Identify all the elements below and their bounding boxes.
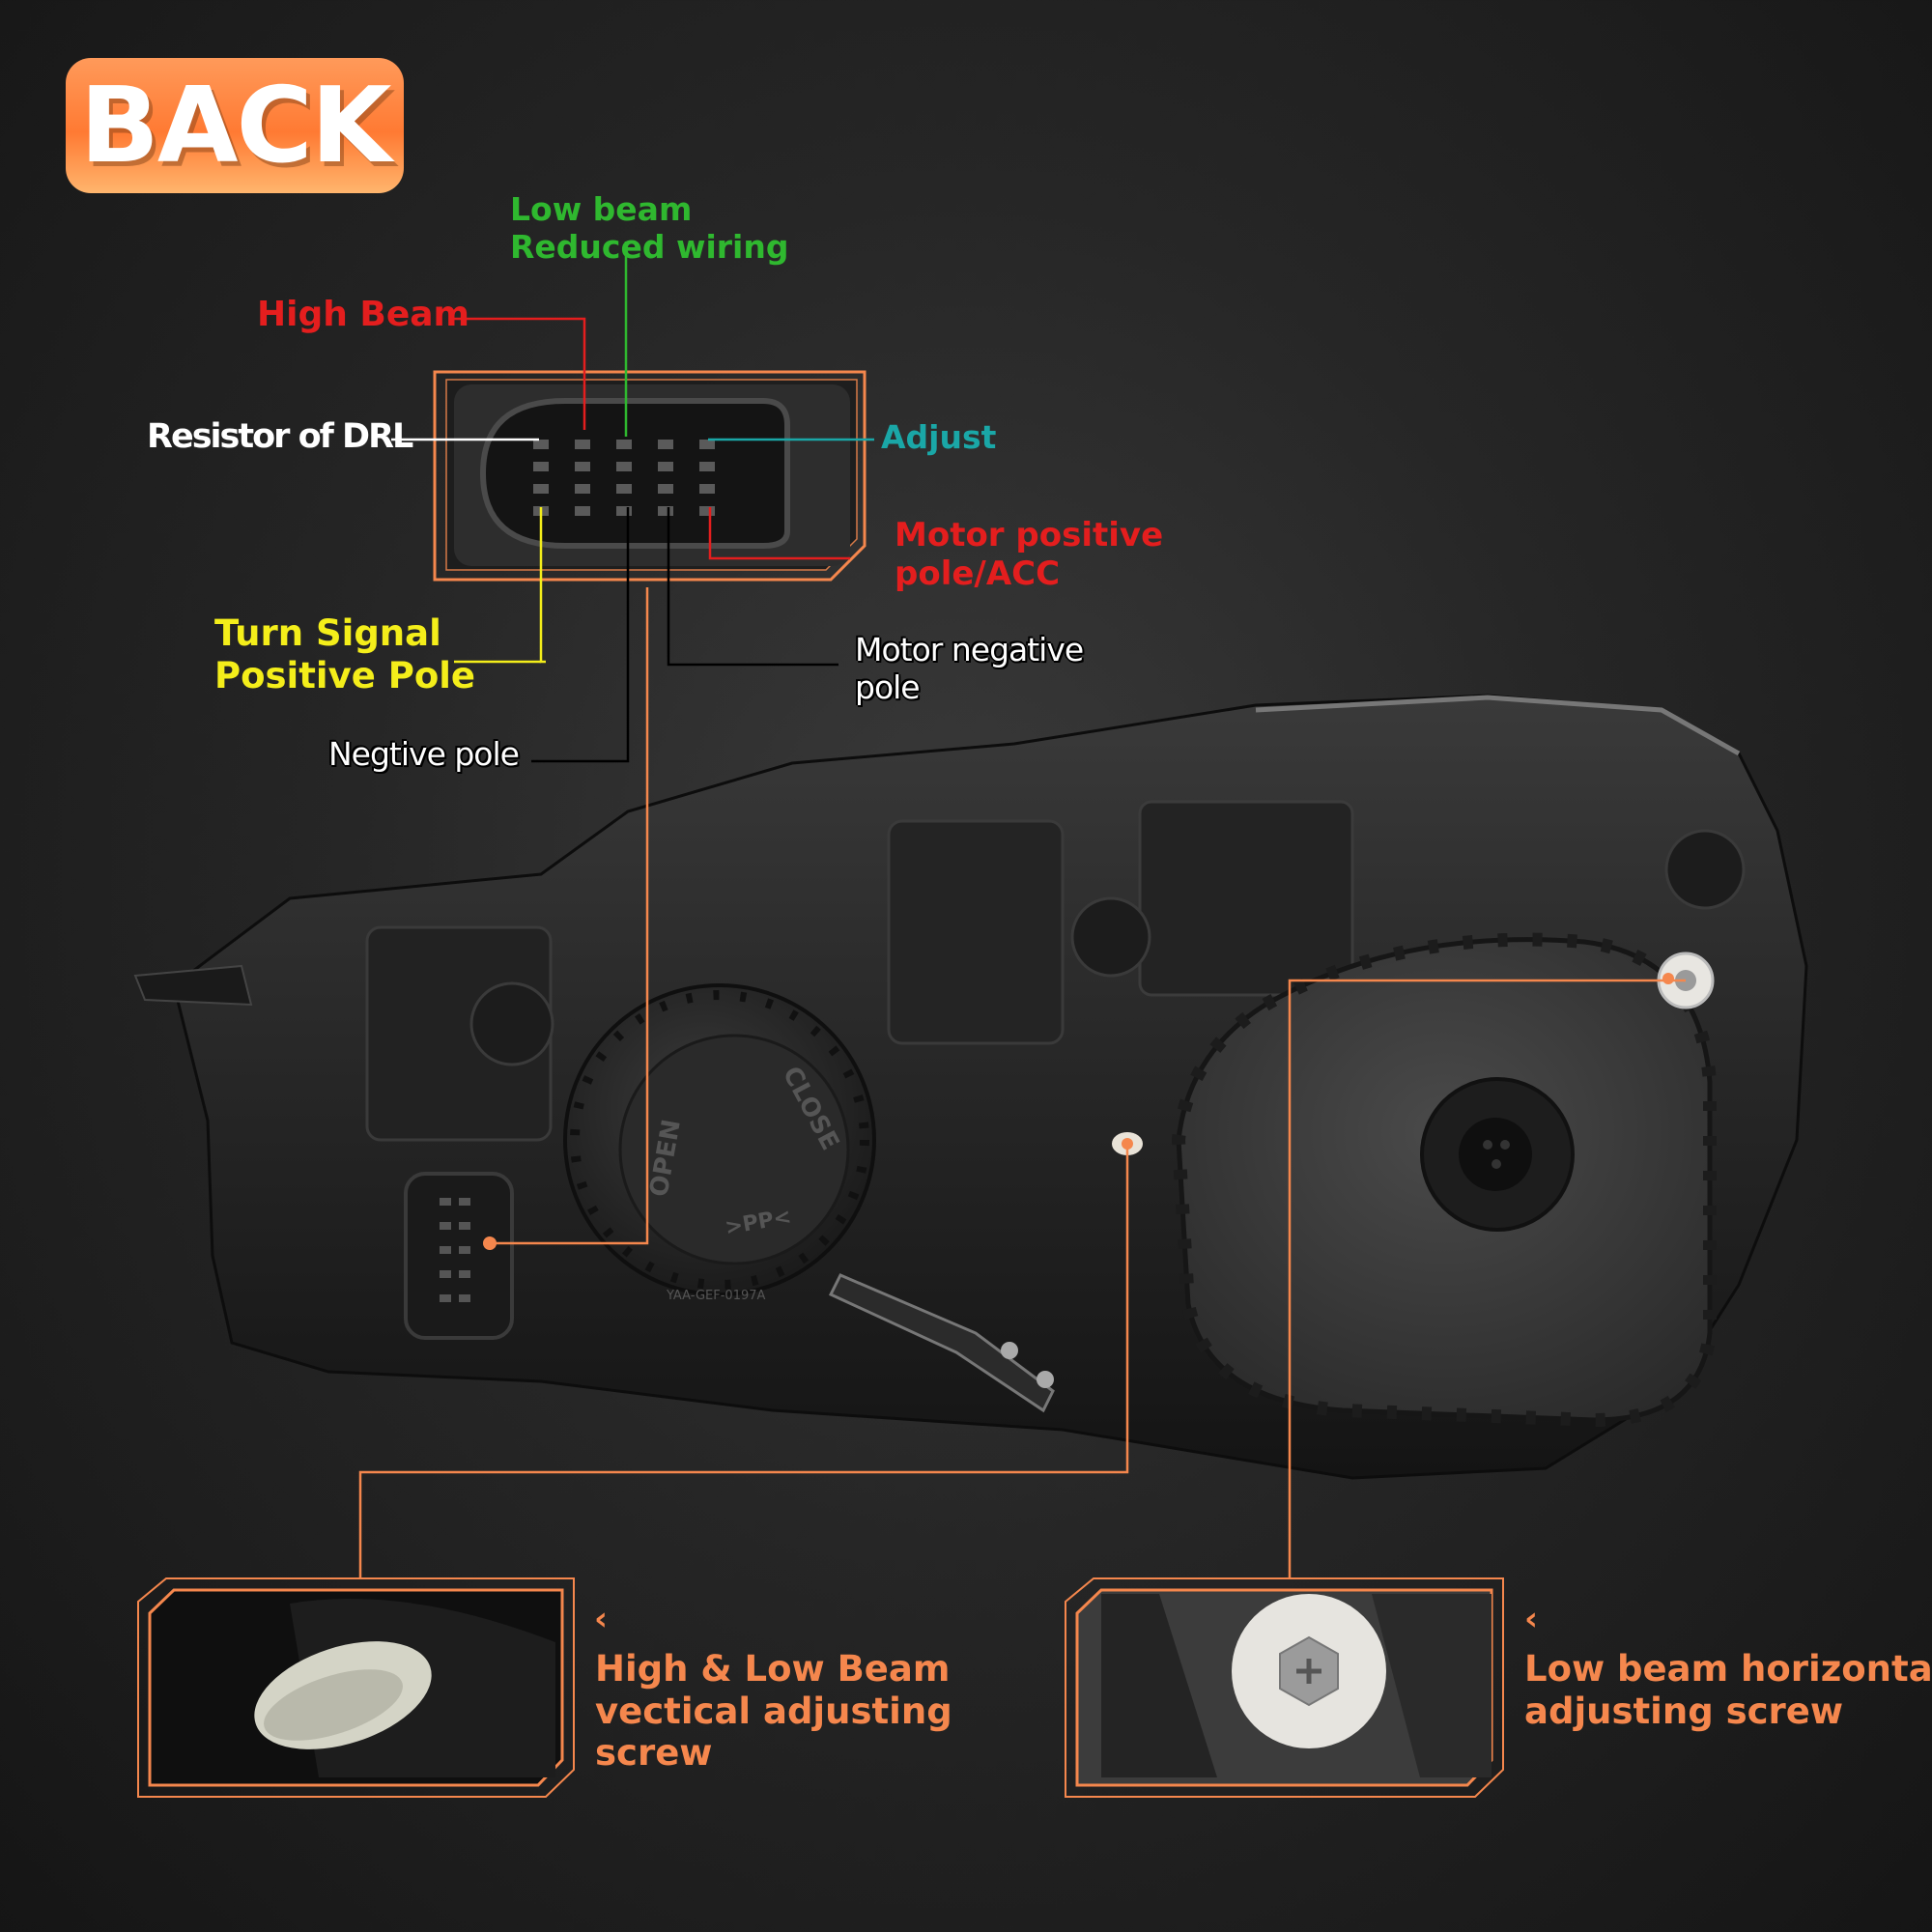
vertical-screw-inset [137,1577,575,1798]
horizontal-callout-chevron-icon: ‹ [1524,1600,1539,1638]
back-badge-label: BACK [79,65,392,186]
vertical-adjust-callout: High & Low Beam vectical adjusting screw [595,1648,952,1775]
connector-closeup [433,370,867,582]
horizontal-adjust-line2: adjusting screw [1524,1690,1844,1732]
rear-cover [1171,932,1717,1428]
label-low-beam: Low beam Reduced wiring [510,190,789,267]
label-resistor-drl: Resistor of DRL [147,417,413,456]
label-high-beam: High Beam [257,295,470,334]
label-turn-signal-line1: Turn Signal [214,612,441,654]
vertical-callout-chevron-icon: ‹ [594,1600,609,1638]
vertical-adjust-line2: vectical adjusting [595,1690,952,1732]
cap-code-text: YAA-GEF-0197A [666,1289,766,1303]
label-motor-positive: Motor positive pole/ACC [895,516,1163,593]
label-negative-pole: Negtive pole [328,735,520,773]
label-low-beam-line2: Reduced wiring [510,227,789,266]
label-motor-positive-line2: pole/ACC [895,554,1061,594]
back-badge: BACK [66,58,404,193]
label-turn-signal-line2: Positive Pole [214,654,476,696]
vertical-adjust-line1: High & Low Beam [595,1648,951,1690]
vertical-adjust-line3: screw [595,1732,713,1775]
label-motor-negative-line2: pole [855,668,921,706]
horizontal-adjust-line1: Low beam horizontal [1524,1648,1932,1690]
leader-lines [358,242,1686,1579]
bulb-cap: OPEN CLOSE >PP< YAA-GEF-0197A [563,983,876,1303]
label-turn-signal: Turn Signal Positive Pole [214,612,475,696]
horizontal-screw-inset [1065,1577,1504,1798]
label-motor-negative-line1: Motor negative [855,631,1084,668]
label-low-beam-line1: Low beam [510,190,693,228]
label-adjust: Adjust [881,418,997,456]
horizontal-adjust-callout: Low beam horizontal adjusting screw [1524,1648,1932,1732]
label-motor-positive-line1: Motor positive [895,516,1164,554]
label-motor-negative: Motor negative pole [855,631,1084,707]
